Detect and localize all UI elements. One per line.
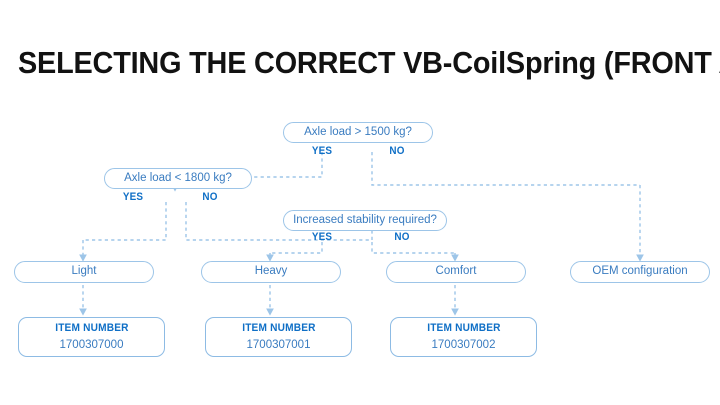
result-label: OEM configuration <box>592 265 688 278</box>
edge-d2-no <box>185 202 372 241</box>
result-label: Light <box>71 265 97 278</box>
result-node-comfort[interactable]: Comfort <box>386 261 526 283</box>
item-number-title: ITEM NUMBER <box>54 321 129 334</box>
item-number-box-comfort[interactable]: ITEM NUMBER 1700307002 <box>390 317 537 357</box>
item-number-box-light[interactable]: ITEM NUMBER 1700307000 <box>18 317 165 357</box>
decision-label: Increased stability required? <box>293 213 437 226</box>
item-number-title: ITEM NUMBER <box>241 321 316 334</box>
branch-label-d2-no: NO <box>202 191 218 203</box>
branch-label-d3-no: NO <box>394 231 410 243</box>
item-number-value: 1700307000 <box>59 338 124 351</box>
edge-d3-yes <box>270 242 323 254</box>
result-node-light[interactable]: Light <box>14 261 154 283</box>
result-node-heavy[interactable]: Heavy <box>201 261 341 283</box>
item-number-value: 1700307002 <box>431 338 496 351</box>
branch-label-d2-yes: YES <box>122 191 144 203</box>
result-node-oem-configuration[interactable]: OEM configuration <box>570 261 710 283</box>
decision-node-axle-load-1800[interactable]: Axle load < 1800 kg? <box>104 168 252 189</box>
edge-d3-no <box>371 242 455 254</box>
edge-d2-yes <box>83 202 167 241</box>
item-number-value: 1700307001 <box>246 338 311 351</box>
item-number-title: ITEM NUMBER <box>426 321 501 334</box>
decision-node-axle-load-1500[interactable]: Axle load > 1500 kg? <box>283 122 433 143</box>
decision-label: Axle load < 1800 kg? <box>124 171 232 184</box>
item-number-box-heavy[interactable]: ITEM NUMBER 1700307001 <box>205 317 352 357</box>
page-title: SELECTING THE CORRECT VB-CoilSpring (FRO… <box>18 45 720 80</box>
edge-d1-no <box>371 152 640 186</box>
branch-label-d1-no: NO <box>389 145 405 157</box>
branch-label-d3-yes: YES <box>311 231 333 243</box>
decision-label: Axle load > 1500 kg? <box>304 125 412 138</box>
result-label: Heavy <box>254 265 288 278</box>
branch-label-d1-yes: YES <box>311 145 333 157</box>
result-label: Comfort <box>435 265 477 278</box>
decision-node-increased-stability[interactable]: Increased stability required? <box>283 210 447 231</box>
